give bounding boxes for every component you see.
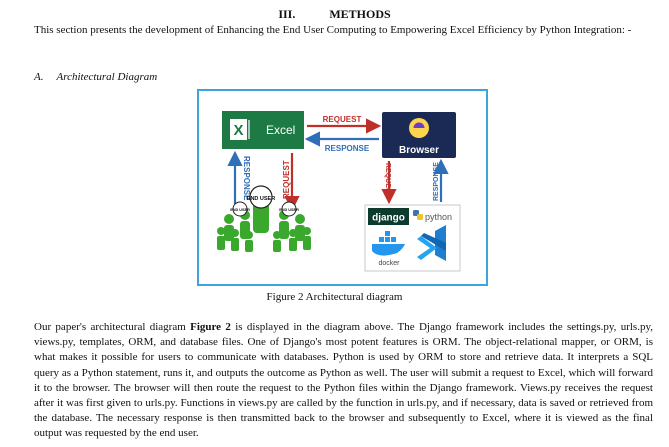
svg-text:REQUEST: REQUEST [282,160,291,199]
architecture-figure: X Excel Browser REQUEST RESPONSE RESPONS… [197,89,488,286]
browser-node: Browser [382,112,456,158]
left-response-arrow: RESPONSE [227,150,251,204]
excel-label: Excel [266,123,295,137]
body-text-rest: is displayed in the diagram above. The D… [34,321,653,440]
right-request-arrow: REQUEST [381,161,397,205]
docker-logo: docker [372,231,405,267]
svg-text:python: python [425,212,452,222]
django-logo [368,208,409,225]
section-heading: III. METHODS [0,7,669,22]
intro-paragraph: This section presents the development of… [34,24,632,36]
browser-label: Browser [399,145,439,156]
top-request-arrow: REQUEST [307,115,382,134]
section-number: III. [278,7,296,21]
top-response-arrow: RESPONSE [304,131,379,153]
svg-text:RESPONSE: RESPONSE [325,144,370,153]
end-user-tags: END USER END USER END USER [230,185,299,217]
right-response-arrow: RESPONSE [433,158,449,202]
svg-text:END USER: END USER [279,208,299,212]
excel-node: X Excel [222,111,304,149]
svg-text:END USER: END USER [247,196,275,202]
tech-stack-box: django python docker [364,204,461,272]
body-paragraph: Our paper's architectural diagram Figure… [34,320,653,442]
svg-text:RESPONSE: RESPONSE [242,156,251,201]
section-title: METHODS [329,7,391,21]
left-request-arrow: REQUEST [282,153,300,212]
excel-badge: X [233,122,243,139]
svg-text:END USER: END USER [230,208,250,212]
subsection-letter: A. [34,71,44,83]
vscode-logo [417,225,446,261]
svg-text:REQUEST: REQUEST [384,163,391,198]
subsection-title: Architectural Diagram [56,71,158,83]
architecture-diagram: X Excel Browser REQUEST RESPONSE RESPONS… [217,111,461,272]
svg-text:docker: docker [378,260,400,267]
body-text-start: Our paper's architectural diagram [34,321,191,333]
subsection-heading: A. Architectural Diagram [34,71,157,83]
python-logo: python [413,210,452,222]
excel-icon [230,119,247,140]
svg-text:REQUEST: REQUEST [323,115,362,124]
svg-text:RESPONSE: RESPONSE [433,162,440,201]
figure-reference: Figure 2 [190,321,231,333]
figure-caption: Figure 2 Architectural diagram [266,291,403,303]
svg-text:django: django [372,213,405,224]
